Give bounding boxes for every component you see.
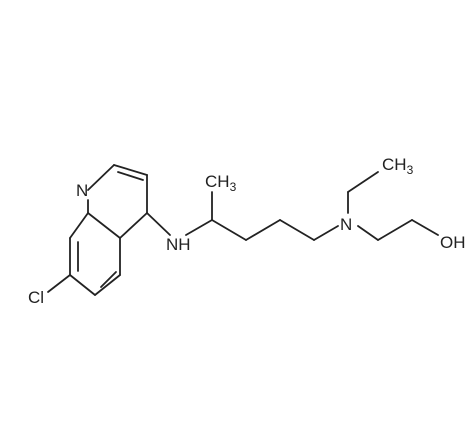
amine-branches	[347, 171, 439, 241]
hydroxyl-label: OH	[440, 233, 466, 252]
ethyl-c: CH	[382, 155, 407, 174]
ethyl-subscript: 3	[407, 163, 414, 177]
nh-label: NH	[166, 235, 191, 254]
methyl-subscript: 3	[230, 180, 237, 194]
alkyl-chain	[185, 191, 339, 241]
c-cl-bond	[47, 274, 71, 293]
tertiary-nitrogen-label: N	[340, 215, 352, 234]
quinoline-ring	[69, 164, 148, 296]
ethyl-label: CH3	[382, 155, 414, 177]
methyl-label: CH3	[205, 172, 237, 194]
ring-nitrogen-label: N	[76, 181, 88, 200]
methyl-c: CH	[205, 172, 230, 191]
c-nh-bond	[146, 212, 171, 236]
chlorine-label: Cl	[28, 288, 44, 307]
